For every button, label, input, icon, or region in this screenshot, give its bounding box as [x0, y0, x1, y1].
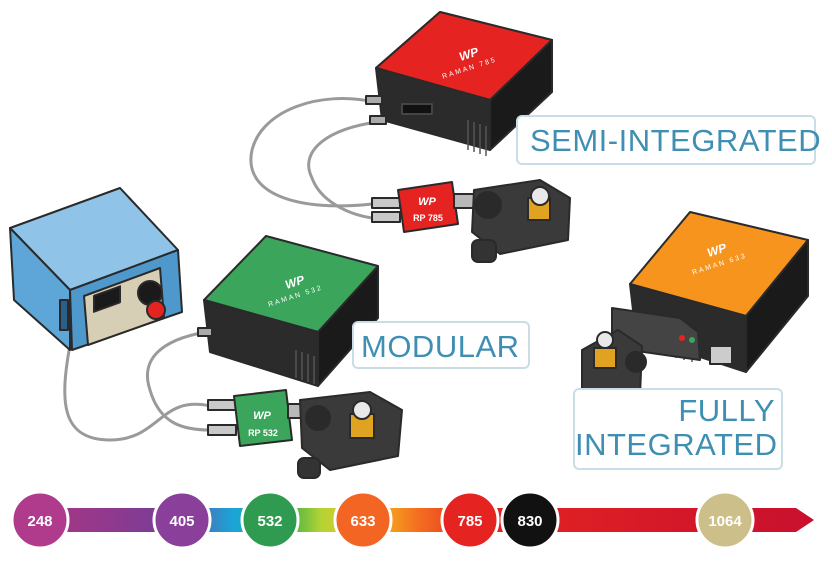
- semi-integrated-label: SEMI-INTEGRATED: [516, 115, 821, 165]
- probe-model-label: RP 785: [413, 213, 443, 223]
- integrated-text: INTEGRATED: [575, 427, 778, 463]
- wavelength-marker-248: 248: [10, 490, 70, 550]
- fiber-cable: [249, 97, 376, 208]
- semi-probe: [371, 179, 571, 263]
- wavelength-marker-1064: 1064: [695, 490, 755, 550]
- wavelength-marker-633: 633: [333, 490, 393, 550]
- fiber-cable: [307, 120, 380, 220]
- semi-integrated-spectrometer: [365, 11, 553, 156]
- wavelength-spectrum-bar: [20, 508, 814, 532]
- fiber-cable: [146, 330, 212, 432]
- wavelength-value: 785: [457, 513, 482, 530]
- wavelength-value: 633: [350, 513, 375, 530]
- wavelength-marker-532: 532: [240, 490, 300, 550]
- spectrometer-logo: WP: [283, 272, 307, 292]
- probe-model-label: RP 532: [248, 428, 278, 438]
- fiber-cables: [63, 97, 380, 442]
- modular-probe: [207, 389, 403, 479]
- wavelength-circle: [10, 490, 70, 550]
- wavelength-value: 532: [257, 513, 282, 530]
- wavelength-value: 830: [517, 513, 542, 530]
- probe-logo: WP: [253, 410, 271, 422]
- wavelength-markers: 248 405 532 633 785 830 1064: [10, 490, 755, 550]
- spectrum-arrow: [20, 508, 814, 532]
- fully-text: FULLY: [678, 393, 775, 428]
- modular-text: MODULAR: [361, 329, 520, 364]
- wavelength-marker-830: 830: [500, 490, 560, 550]
- probe-logo: WP: [418, 196, 436, 208]
- semi-integrated-text: SEMI-INTEGRATED: [530, 123, 822, 158]
- spectrometer-logo: WP: [457, 44, 481, 64]
- laser-source-unit: [9, 187, 183, 351]
- wavelength-value: 1064: [708, 513, 742, 530]
- wavelength-circle: [333, 490, 393, 550]
- fully-integrated-label: FULLY INTEGRATED: [573, 388, 783, 470]
- fully-integrated-spectrometer: [581, 211, 809, 409]
- modular-spectrometer: [197, 235, 379, 387]
- modular-label: MODULAR: [352, 321, 530, 369]
- wavelength-circle: [440, 490, 500, 550]
- wavelength-value: 248: [27, 513, 52, 530]
- fiber-cable: [63, 343, 212, 442]
- wavelength-circle: [152, 490, 212, 550]
- wavelength-value: 405: [169, 513, 194, 530]
- wavelength-circle: [695, 490, 755, 550]
- wavelength-marker-405: 405: [152, 490, 212, 550]
- wavelength-circle: [240, 490, 300, 550]
- spectrometer-logo: WP: [705, 240, 729, 260]
- wavelength-marker-785: 785: [440, 490, 500, 550]
- wavelength-circle: [500, 490, 560, 550]
